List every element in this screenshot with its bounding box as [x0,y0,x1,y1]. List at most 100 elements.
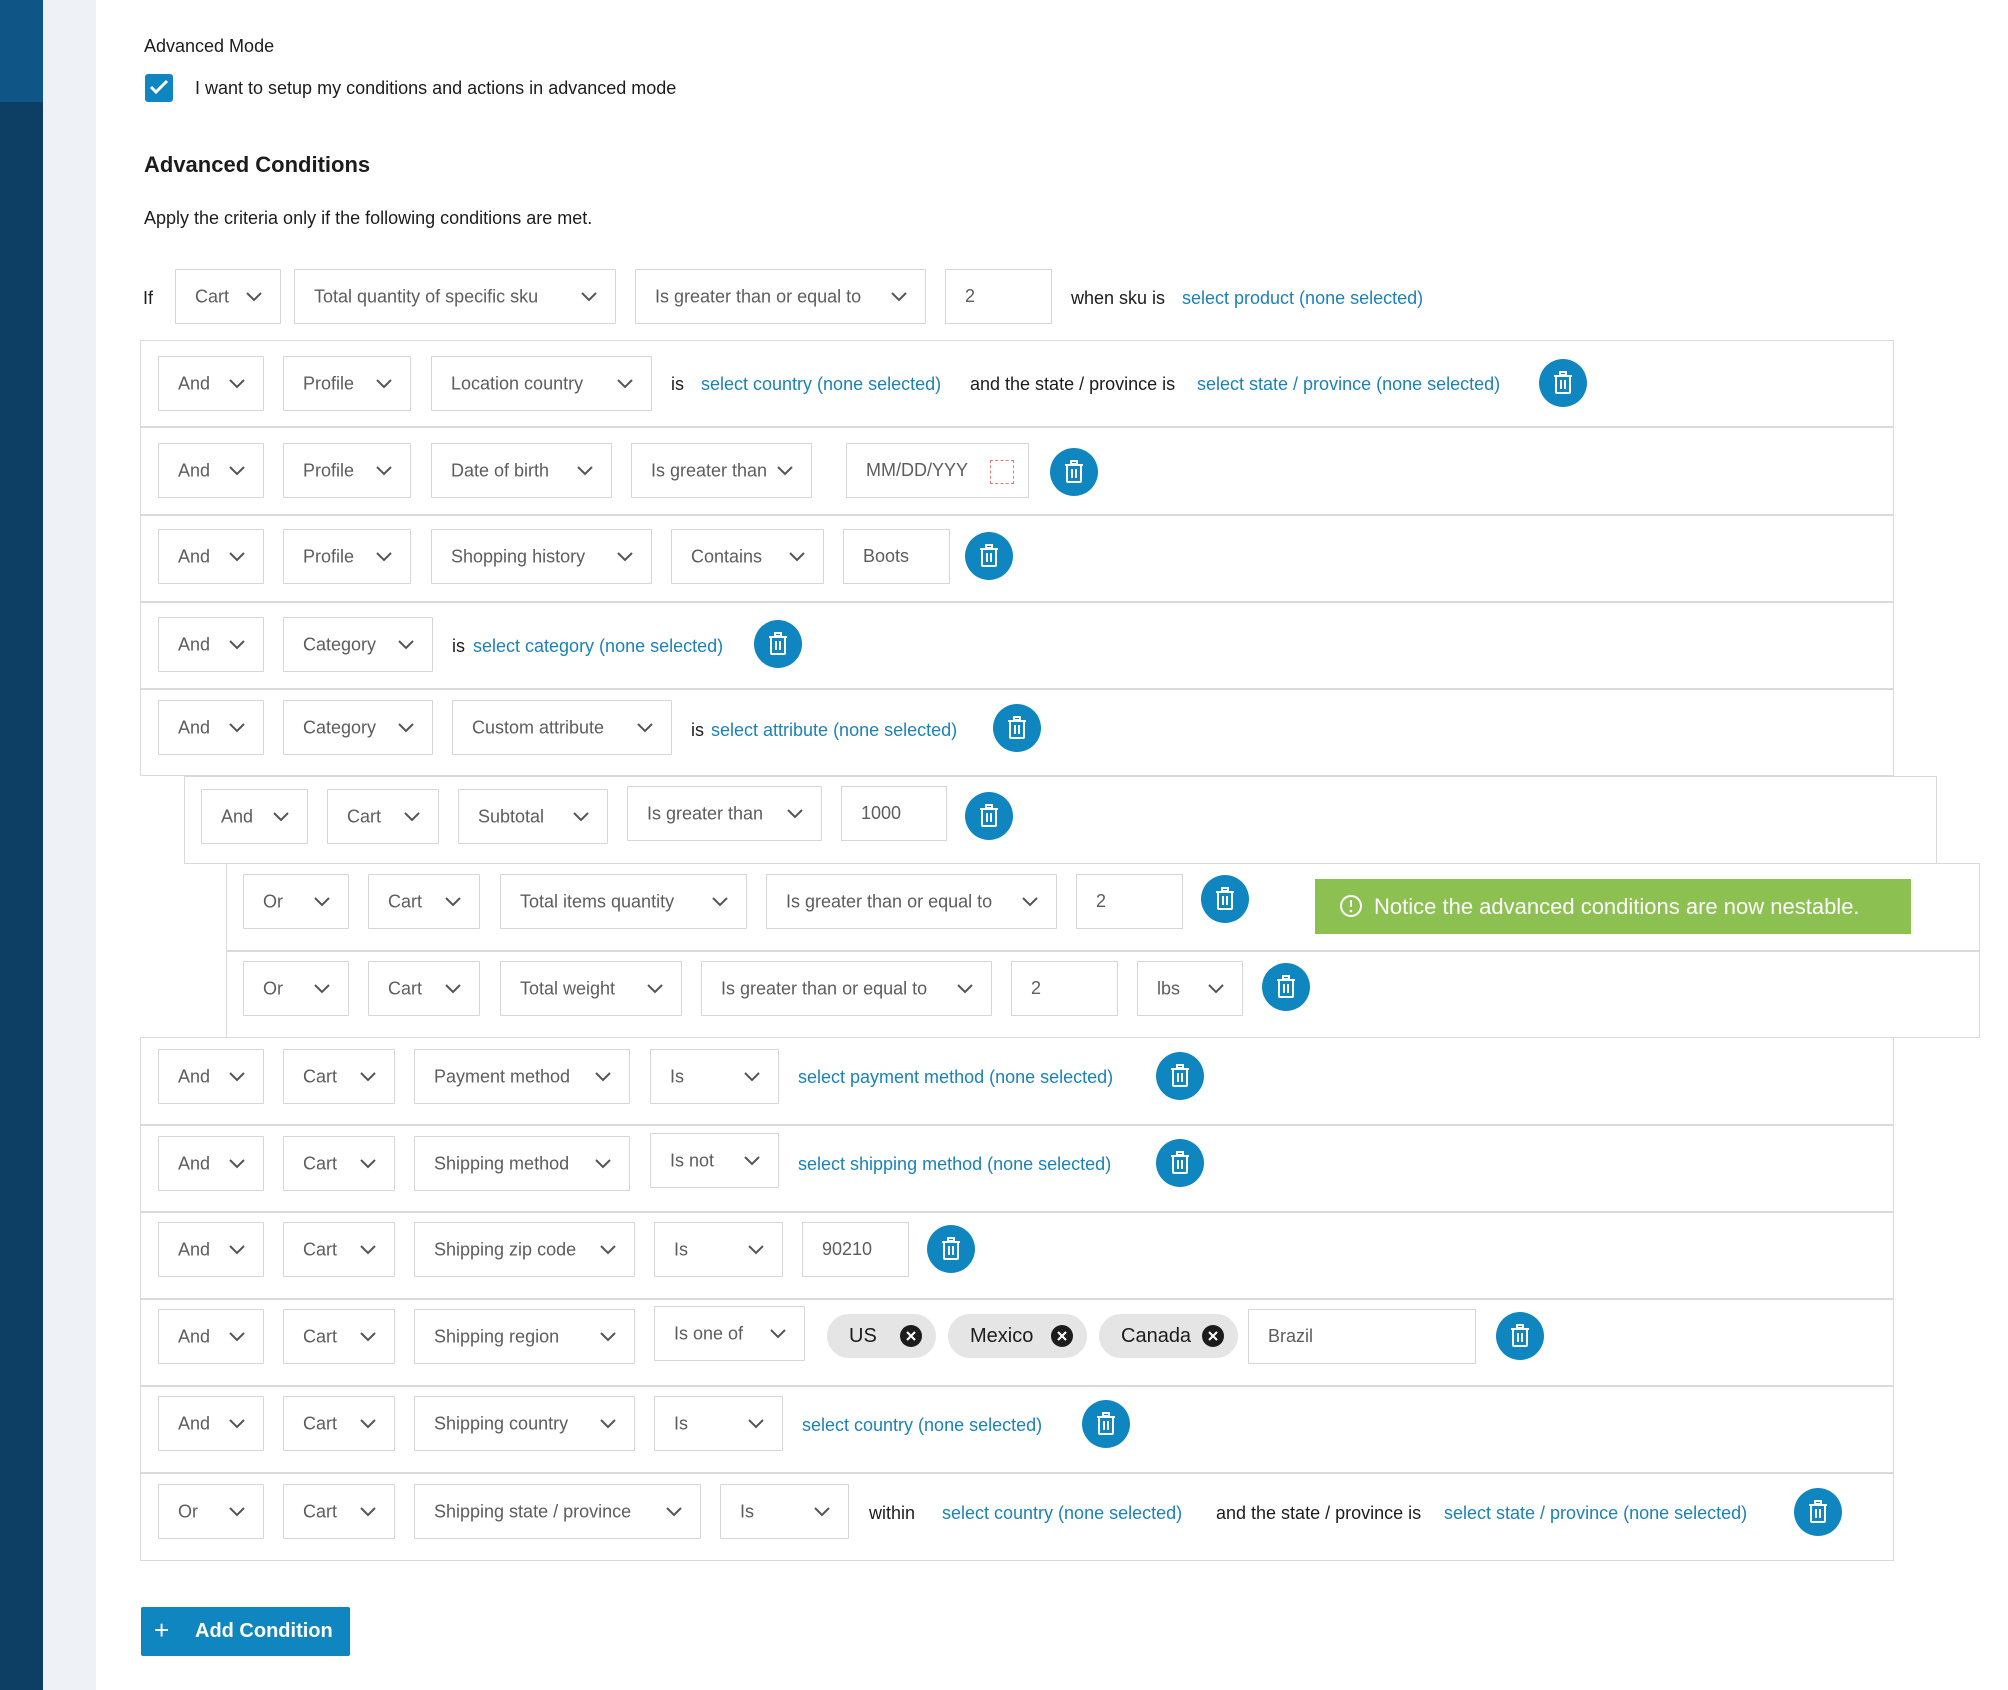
add-condition-button[interactable]: + Add Condition [141,1607,350,1656]
type-dropdown[interactable]: Cart [283,1309,395,1364]
conjunction-dropdown[interactable]: And [158,1396,264,1451]
delete-condition-button[interactable] [1201,875,1249,923]
conjunction-dropdown[interactable]: And [158,443,264,498]
type-dropdown[interactable]: Category [283,700,433,755]
delete-condition-button[interactable] [1050,448,1098,496]
delete-condition-button[interactable] [965,792,1013,840]
type-dropdown[interactable]: Cart [283,1484,395,1539]
condition-text: and the state / province is [970,374,1176,394]
delete-condition-button[interactable] [927,1225,975,1273]
unit-dropdown[interactable]: lbs [1137,961,1243,1016]
if-attribute-dropdown[interactable]: Total quantity of specific sku [294,269,616,324]
attribute-dropdown[interactable]: Shipping method [414,1136,630,1191]
operator-dropdown[interactable]: Is [650,1049,779,1104]
attribute-dropdown[interactable]: Location country [431,356,652,411]
conjunction-dropdown[interactable]: Or [243,961,349,1016]
remove-chip-icon[interactable] [1202,1325,1224,1347]
value-input[interactable]: 2 [1076,874,1183,929]
operator-dropdown[interactable]: Is one of [654,1306,805,1361]
operator-dropdown[interactable]: Is greater than [627,786,822,841]
operator-dropdown[interactable]: Is [720,1484,849,1539]
select-state-link[interactable]: select state / province (none selected) [1444,1503,1748,1523]
operator-dropdown[interactable]: Is [654,1222,783,1277]
type-dropdown[interactable]: Category [283,617,433,672]
attribute-dropdown[interactable]: Date of birth [431,443,612,498]
conjunction-dropdown[interactable]: And [158,617,264,672]
select-country-link[interactable]: select country (none selected) [942,1503,1183,1523]
attribute-dropdown[interactable]: Shipping zip code [414,1222,635,1277]
chevron-down-icon [595,1158,611,1168]
select-category-link[interactable]: select category (none selected) [473,636,724,656]
attribute-dropdown[interactable]: Shipping state / province [414,1484,701,1539]
value-input[interactable]: 2 [1011,961,1118,1016]
type-dropdown[interactable]: Profile [283,356,411,411]
conjunction-dropdown[interactable]: And [201,789,308,844]
delete-condition-button[interactable] [1082,1400,1130,1448]
operator-dropdown[interactable]: Is greater than or equal to [701,961,992,1016]
chevron-down-icon [814,1506,830,1516]
if-value-input[interactable]: 2 [945,269,1052,324]
type-dropdown[interactable]: Cart [368,961,480,1016]
conjunction-dropdown[interactable]: And [158,1309,264,1364]
remove-chip-icon[interactable] [900,1325,922,1347]
select-state-link[interactable]: select state / province (none selected) [1197,374,1501,394]
operator-dropdown[interactable]: Is not [650,1133,779,1188]
select-shipping-method-link[interactable]: select shipping method (none selected) [798,1154,1112,1174]
delete-condition-button[interactable] [1156,1139,1204,1187]
conjunction-dropdown[interactable]: And [158,1136,264,1191]
value-input[interactable]: Boots [843,529,950,584]
calendar-icon[interactable] [990,460,1014,484]
conjunction-dropdown[interactable]: And [158,700,264,755]
conjunction-dropdown[interactable]: Or [243,874,349,929]
attribute-dropdown[interactable]: Shipping country [414,1396,635,1451]
conjunction-dropdown[interactable]: And [158,1222,264,1277]
operator-dropdown[interactable]: Is greater than [631,443,812,498]
type-dropdown[interactable]: Profile [283,529,411,584]
type-dropdown[interactable]: Cart [327,789,439,844]
type-dropdown[interactable]: Profile [283,443,411,498]
attribute-dropdown[interactable]: Shipping region [414,1309,635,1364]
delete-condition-button[interactable] [965,532,1013,580]
select-attribute-link[interactable]: select attribute (none selected) [711,720,958,740]
operator-dropdown[interactable]: Is greater than or equal to [766,874,1057,929]
delete-condition-button[interactable] [754,620,802,668]
if-type-dropdown[interactable]: Cart [175,269,281,324]
attribute-dropdown[interactable]: Payment method [414,1049,630,1104]
delete-condition-button[interactable] [1156,1052,1204,1100]
attribute-dropdown[interactable]: Subtotal [458,789,608,844]
delete-condition-button[interactable] [1794,1488,1842,1536]
select-product-link[interactable]: select product (none selected) [1182,288,1424,308]
conjunction-dropdown[interactable]: Or [158,1484,264,1539]
if-operator-dropdown[interactable]: Is greater than or equal to [635,269,926,324]
attribute-dropdown[interactable]: Total weight [500,961,682,1016]
select-payment-method-link[interactable]: select payment method (none selected) [798,1067,1114,1087]
select-country-link[interactable]: select country (none selected) [802,1415,1043,1435]
attribute-dropdown[interactable]: Shopping history [431,529,652,584]
sidebar-gutter [43,0,96,1690]
region-input[interactable]: Brazil [1248,1309,1476,1364]
sidebar-active-item[interactable] [0,0,43,102]
type-dropdown[interactable]: Cart [283,1049,395,1104]
conjunction-dropdown[interactable]: And [158,529,264,584]
delete-condition-button[interactable] [1539,359,1587,407]
advanced-mode-checkbox[interactable] [145,74,173,102]
delete-condition-button[interactable] [1262,963,1310,1011]
remove-chip-icon[interactable] [1051,1325,1073,1347]
attribute-dropdown[interactable]: Custom attribute [452,700,672,755]
conjunction-dropdown[interactable]: And [158,1049,264,1104]
zip-code-input[interactable]: 90210 [802,1222,909,1277]
value-input[interactable]: 1000 [841,786,947,841]
date-input[interactable]: MM/DD/YYY [846,443,1029,498]
operator-dropdown[interactable]: Is [654,1396,783,1451]
plus-icon: + [154,1615,170,1645]
delete-condition-button[interactable] [993,704,1041,752]
type-dropdown[interactable]: Cart [283,1396,395,1451]
type-dropdown[interactable]: Cart [283,1222,395,1277]
type-dropdown[interactable]: Cart [283,1136,395,1191]
operator-dropdown[interactable]: Contains [671,529,824,584]
attribute-dropdown[interactable]: Total items quantity [500,874,747,929]
select-country-link[interactable]: select country (none selected) [701,374,942,394]
delete-condition-button[interactable] [1496,1312,1544,1360]
type-dropdown[interactable]: Cart [368,874,480,929]
conjunction-dropdown[interactable]: And [158,356,264,411]
